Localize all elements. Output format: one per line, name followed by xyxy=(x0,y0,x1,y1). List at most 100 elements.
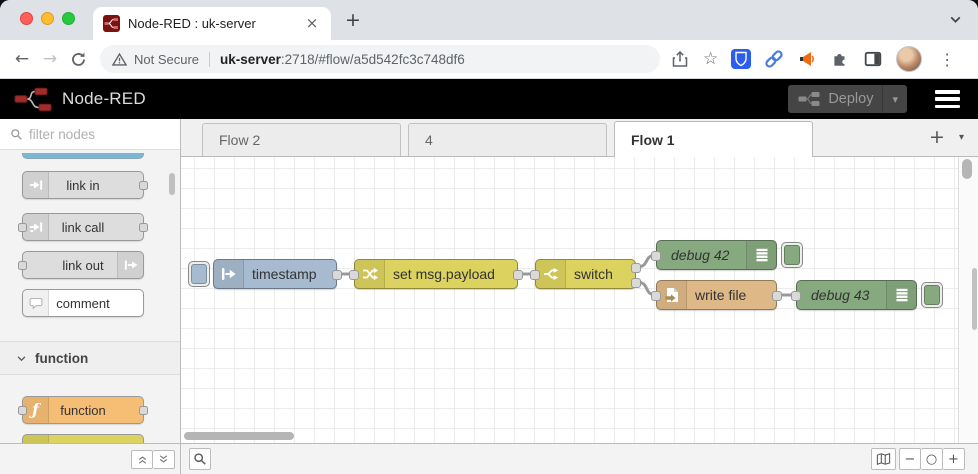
flow-node-debug-42[interactable]: debug 42 xyxy=(651,240,803,270)
link-in-icon xyxy=(23,172,49,198)
zoom-out-button[interactable]: − xyxy=(899,448,921,470)
node-input-port[interactable] xyxy=(651,291,661,301)
canvas-footer: − ○ + xyxy=(181,444,978,474)
browser-tab-strip: Node-RED : uk-server × + xyxy=(0,0,978,40)
flow-tab-flow-1[interactable]: Flow 1 xyxy=(614,121,813,157)
flow-node-label: timestamp xyxy=(252,266,317,282)
url-text[interactable]: uk-server:2718/#flow/a5d542fc3c748df6 xyxy=(220,52,465,67)
node-output-port[interactable] xyxy=(332,270,342,280)
deploy-button[interactable]: Deploy ▾ xyxy=(788,85,907,113)
back-button[interactable]: ← xyxy=(14,49,30,69)
forward-button[interactable]: → xyxy=(42,49,58,69)
palette-filter-input[interactable] xyxy=(29,126,159,142)
main-menu-icon[interactable] xyxy=(935,90,960,108)
node-input-port[interactable] xyxy=(530,270,540,280)
browser-tab[interactable]: Node-RED : uk-server × xyxy=(93,7,331,40)
flow-canvas[interactable]: timestamp set msg.payload switch debug 42 wr… xyxy=(181,157,958,443)
palette-scrollbar-thumb[interactable] xyxy=(169,173,175,195)
palette-node-link-call[interactable]: link call xyxy=(18,213,148,241)
change-icon xyxy=(355,260,385,288)
palette-sidebar: link in link call link out comment function ƒ… xyxy=(0,119,181,443)
flow-tab-4[interactable]: 4 xyxy=(408,123,607,156)
palette-node-node[interactable] xyxy=(22,434,144,443)
node-input-port[interactable] xyxy=(651,251,661,261)
profile-avatar[interactable] xyxy=(896,46,923,72)
node-output-port[interactable] xyxy=(772,291,782,301)
canvas-vscrollbar-thumb[interactable] xyxy=(962,159,972,179)
search-flows-button[interactable] xyxy=(189,448,211,470)
switch-icon xyxy=(23,435,49,443)
inject-button[interactable] xyxy=(188,261,210,287)
flow-node-write-file[interactable]: write file xyxy=(651,280,782,310)
palette-search[interactable] xyxy=(0,119,180,150)
address-bar[interactable]: Not Secure uk-server:2718/#flow/a5d542fc… xyxy=(100,45,660,73)
flow-node-timestamp[interactable]: timestamp xyxy=(188,259,342,289)
debug-toggle-button[interactable] xyxy=(921,282,943,308)
collapse-categories-button[interactable] xyxy=(131,449,153,469)
not-secure-warning-icon[interactable] xyxy=(112,52,127,67)
flow-list-chevron-icon[interactable]: ▾ xyxy=(958,132,964,143)
palette-node-link-out[interactable]: link out xyxy=(18,251,144,279)
canvas-wrap: timestamp set msg.payload switch debug 42 wr… xyxy=(181,157,978,443)
flow-node-set-msg-payload[interactable]: set msg.payload xyxy=(349,259,523,289)
url-host: uk-server xyxy=(220,51,281,67)
node-output-port[interactable] xyxy=(631,263,641,273)
palette-node-comment[interactable]: comment xyxy=(22,289,144,317)
deploy-options-caret-icon[interactable]: ▾ xyxy=(882,85,907,113)
expand-categories-button[interactable] xyxy=(153,449,175,469)
zoom-in-button[interactable]: + xyxy=(943,448,965,470)
flow-node-debug-43[interactable]: debug 43 xyxy=(791,280,943,310)
canvas-scroll-gutter xyxy=(958,157,978,443)
flow-node-label: debug 42 xyxy=(671,247,730,263)
tab-close-icon[interactable]: × xyxy=(305,13,319,32)
new-tab-button[interactable]: + xyxy=(345,9,361,31)
node-output-port[interactable] xyxy=(139,181,148,190)
browser-menu-icon[interactable]: ⋮ xyxy=(939,49,956,69)
close-window-button[interactable] xyxy=(20,12,33,25)
bookmark-star-icon[interactable]: ☆ xyxy=(703,49,719,69)
window-scrollbar-thumb[interactable] xyxy=(972,268,977,330)
node-output-port[interactable] xyxy=(631,278,641,288)
debug-toggle-button[interactable] xyxy=(781,242,803,268)
zoom-reset-button[interactable]: ○ xyxy=(921,448,943,470)
security-label[interactable]: Not Secure xyxy=(134,51,200,67)
node-input-port[interactable] xyxy=(18,261,27,270)
megaphone-extension-icon[interactable] xyxy=(797,49,817,69)
canvas-hscrollbar-thumb[interactable] xyxy=(184,432,294,440)
navigator-map-button[interactable] xyxy=(871,448,896,470)
flow-node-label: switch xyxy=(574,266,613,282)
search-icon xyxy=(10,128,23,141)
node-red-logo xyxy=(14,85,54,113)
node-output-port[interactable] xyxy=(139,223,148,232)
node-output-port[interactable] xyxy=(139,406,148,415)
node-output-port[interactable] xyxy=(513,270,523,280)
flow-tab-flow-2[interactable]: Flow 2 xyxy=(202,123,401,156)
palette-node-partial[interactable] xyxy=(22,153,144,159)
minimize-window-button[interactable] xyxy=(41,12,54,25)
browser-tab-title: Node-RED : uk-server xyxy=(128,16,256,31)
flow-node-switch[interactable]: switch xyxy=(530,259,641,289)
node-input-port[interactable] xyxy=(349,270,359,280)
palette-node-link-in[interactable]: link in xyxy=(22,171,148,199)
function-icon: ƒ xyxy=(23,397,49,423)
link-extension-icon[interactable] xyxy=(764,49,784,69)
chevron-down-icon xyxy=(17,355,26,361)
inject-icon xyxy=(214,260,244,288)
deploy-icon xyxy=(798,91,820,107)
share-icon[interactable] xyxy=(670,49,690,69)
extensions-puzzle-icon[interactable] xyxy=(830,49,850,69)
omnibox-divider xyxy=(209,51,211,67)
node-input-port[interactable] xyxy=(791,291,801,301)
node-input-port[interactable] xyxy=(18,223,27,232)
flow-node-label: debug 43 xyxy=(811,287,870,303)
palette-category-function[interactable]: function xyxy=(0,341,180,375)
node-input-port[interactable] xyxy=(18,406,27,415)
add-flow-button[interactable]: + xyxy=(929,126,945,148)
tab-search-chevron-icon[interactable] xyxy=(947,11,964,33)
bitwarden-extension-icon[interactable] xyxy=(731,49,752,69)
reload-button[interactable] xyxy=(64,45,92,73)
fullscreen-window-button[interactable] xyxy=(62,12,75,25)
side-panel-icon[interactable] xyxy=(863,49,883,69)
